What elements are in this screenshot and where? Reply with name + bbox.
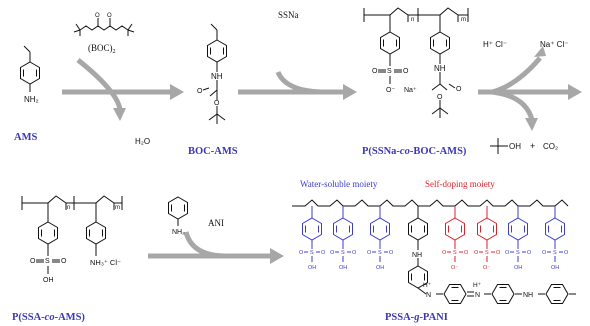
sulfur-label: S [485,250,489,256]
pani-nh-label: NH [412,252,422,259]
oxygen-label: O [61,258,67,265]
carbonyl-o-label: O [456,86,462,93]
arrow-grafting [148,231,284,264]
nacl-byproduct-label: Na⁺ Cl⁻ [540,40,568,49]
subscript-m: m [115,205,120,211]
oxygen-label: O [352,250,357,256]
tbuoh-oh-label: OH [509,142,521,151]
boc-ams-o-label: O [197,88,203,95]
oxygen-label: O [527,250,532,256]
oxygen-label: O [505,250,510,256]
subscript-n: n [411,17,414,23]
subscript-m: m [461,17,466,23]
aniline-structure [168,196,188,226]
oxygen-label: O [442,250,447,256]
sulfonate-pendant [370,206,390,262]
oh-label: OH [308,265,316,271]
ester-o-label: O [437,94,443,101]
oxygen-label: O [299,250,304,256]
sulfur-label: S [516,250,520,256]
arrow-boc-protection [62,58,184,121]
polymer-backbone [292,199,569,207]
water-byproduct: H₂O [135,137,150,146]
boc2-reagent-label: (BOC)2 [88,43,116,55]
poly-ssna-boc-structure [363,7,469,118]
oxygen-label: O [474,250,479,256]
aniline-nh2-label: NH₂ [172,229,185,236]
oxygen-label: O [330,250,335,256]
o-minus-label: O⁻ [386,87,395,94]
hcl-reagent-label: H⁺ Cl⁻ [483,40,507,49]
oh-label: OH [43,277,54,284]
sulfur-label: S [553,250,557,256]
na-plus-label: Na⁺ [404,87,417,94]
sulfur-label: S [453,250,457,256]
ams-nh2-label: NH₂ [24,95,39,104]
oxygen-label: O [564,250,569,256]
sulfonate-pendant [477,206,497,262]
h-plus-label: H⁺ [473,282,482,289]
imine-n-label: N [426,292,431,299]
sulfonate-pendant [545,206,565,262]
oh-label: OH [551,265,559,271]
oxygen-label: O [464,250,469,256]
oxygen-label: O [542,250,547,256]
sulfur-label: S [378,250,382,256]
poly-ssa-ams-caption: P(SSA-co-AMS) [12,312,85,323]
subscript-n: n [67,205,70,211]
oxygen-label: O [372,68,378,75]
arrow-deprotection [478,46,582,131]
boc-anhydride-structure [73,18,135,36]
oxygen-label: O [30,258,36,265]
sulfur-label: S [387,68,392,75]
boc-ams-caption: BOC-AMS [188,146,238,157]
oxygen-label: O [367,250,372,256]
arrow-copolymerization [238,70,357,100]
sulfonate-pendant [445,206,465,262]
boc-ams-structure [202,23,227,124]
sulfur-label: S [341,250,345,256]
ams-caption: AMS [14,132,37,143]
oh-label: OH [339,265,347,271]
ams-structure [20,45,40,92]
oxygen-label: O [321,250,326,256]
ssna-reagent-label: SSNa [278,10,299,20]
boc-o-label: O [107,13,112,19]
amine-nh-label: NH [523,292,533,299]
ammonium-chloride-label: NH₃⁺ Cl⁻ [90,258,121,267]
nh-label: NH [434,64,446,73]
sulfur-label: S [310,250,314,256]
boc-o-label: O [95,13,100,19]
self-doping-label: Self-doping moiety [425,179,495,189]
plus-sign: + [530,141,535,151]
pani-chain [408,206,576,304]
oxygen-label: O [403,68,409,75]
o-minus-label: O⁻ [483,265,490,271]
boc-ams-o-label: O [214,100,220,107]
water-soluble-label: Water-soluble moiety [300,179,378,189]
co2-byproduct: CO₂ [543,142,558,151]
tert-butanol-structure [490,138,508,154]
o-minus-label: O⁻ [451,265,458,271]
pssa-pani-caption: PSSA-g-PANI [385,312,448,323]
sulfonate-pendant [333,206,353,262]
h-plus-label: H⁺ [423,282,432,289]
ani-reagent-label: ANI [208,218,224,228]
oxygen-label: O [496,250,501,256]
sulfonate-pendant [508,206,528,262]
poly-boc-caption: P(SSNa-co-BOC-AMS) [362,146,467,157]
oh-label: OH [514,265,522,271]
boc-ams-nh-label: NH [211,72,223,81]
imine-n-label: N [475,292,480,299]
poly-ssa-ams-structure [21,195,123,274]
sulfonate-pendant [302,206,322,262]
oh-label: OH [376,265,384,271]
oxygen-label: O [389,250,394,256]
sulfur-label: S [45,258,50,265]
